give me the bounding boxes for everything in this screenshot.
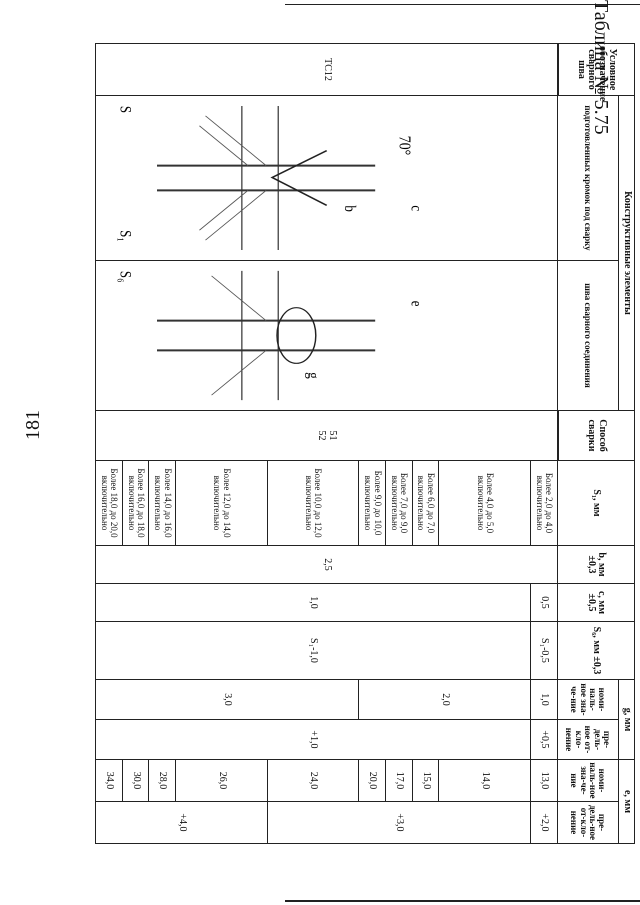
- method-52: 52: [316, 430, 328, 441]
- g-nominal-3: 3,0: [95, 679, 359, 720]
- header-b: b, мм ±0,3: [557, 545, 635, 584]
- header-elements: Конструктивные элементы: [618, 95, 635, 411]
- header-e-nominal: номи-наль-ное зна-че-ние: [557, 759, 619, 802]
- s1-row-3: Более 6,0 до 7,0 включительно: [412, 460, 439, 546]
- weld-seam-sketch: e g S₆: [95, 260, 558, 411]
- sketch-g-label: g: [304, 372, 322, 378]
- sketch-s1-label: S₁: [116, 230, 133, 242]
- b-value-cell: 2,5: [95, 545, 558, 584]
- method-51: 51: [326, 430, 338, 441]
- e-nominal-9: 30,0: [122, 759, 149, 802]
- rotated-table-wrapper: Условное обозначение сварного шва Констр…: [95, 43, 635, 844]
- c-top-cell: 0,5: [530, 583, 558, 622]
- designation-cell: ТС12: [95, 43, 558, 96]
- s1-row-10: Более 18,0 до 20,0 включительно: [95, 460, 123, 546]
- g-nominal-1: 1,0: [530, 679, 558, 720]
- e-nominal-8: 28,0: [148, 759, 176, 802]
- s1-row-2: Более 4,0 до 5,0 включительно: [438, 460, 531, 546]
- e-nominal-10: 34,0: [95, 759, 123, 802]
- header-designation: Условное обозначение сварного шва: [558, 43, 635, 101]
- header-prepared: подготовленных кромок под сварку: [557, 95, 619, 261]
- top-edge-line: [285, 4, 640, 5]
- sketch-sb-label: S₆: [116, 271, 134, 283]
- e-nominal-7: 26,0: [175, 759, 268, 802]
- page-number: 181: [22, 410, 44, 440]
- header-c: c, мм ±0,5: [557, 583, 635, 622]
- sb-bottom-cell: S₁-1,0: [95, 621, 531, 680]
- sketch-angle-label: 70°: [395, 136, 414, 155]
- prepared-edges-sketch: 70° c b S S₁: [95, 95, 558, 261]
- method-cell: 51 52: [95, 410, 558, 461]
- e-limit-2: +3,0: [267, 801, 531, 844]
- sb-top-cell: S₁-0,5: [530, 621, 558, 680]
- header-e-limit: пре-дель-ное от-кло-нение: [557, 801, 619, 844]
- e-limit-3: +4,0: [95, 801, 268, 844]
- c-bottom-cell: 1,0: [95, 583, 531, 622]
- sketch-e-label: e: [407, 301, 425, 307]
- sketch-s-label: S: [116, 106, 133, 113]
- e-nominal-4: 17,0: [385, 759, 413, 802]
- header-s1: S₁, мм: [557, 460, 635, 546]
- header-g: g, мм: [618, 679, 635, 760]
- s1-row-4: Более 7,0 до 9,0 включительно: [385, 460, 413, 546]
- bottom-edge-line: [285, 900, 640, 902]
- header-g-nominal: номи-наль-ное зна-че-ние: [557, 679, 619, 720]
- header-method: Способ сварки: [558, 410, 635, 461]
- e-nominal-5: 20,0: [358, 759, 386, 802]
- weld-spec-table: Условное обозначение сварного шва Констр…: [95, 43, 635, 844]
- header-e: e, мм: [618, 759, 635, 844]
- sketch-c-label: c: [407, 205, 424, 211]
- s1-row-7: Более 12,0 до 14,0 включительно: [175, 460, 268, 546]
- s1-row-9: Более 16,0 до 18,0 включительно: [122, 460, 149, 546]
- s1-row-1: Более 2,0 до 4,0 включительно: [530, 460, 558, 546]
- header-g-limit: пре-дель-ное от-кло-нение: [557, 719, 619, 760]
- s1-row-5: Более 9,0 до 10,0 включительно: [358, 460, 386, 546]
- g-nominal-2: 2,0: [358, 679, 531, 720]
- e-nominal-1: 13,0: [530, 759, 558, 802]
- e-nominal-3: 15,0: [412, 759, 439, 802]
- g-limit-2: +1,0: [95, 719, 531, 760]
- prepared-edges-drawing: 70° c b S S₁: [116, 106, 424, 251]
- e-nominal-6: 24,0: [267, 759, 359, 802]
- sketch-b-label: b: [340, 205, 357, 211]
- s1-row-8: Более 14,0 до 16,0 включительно: [148, 460, 176, 546]
- e-limit-1: +2,0: [530, 801, 558, 844]
- weld-seam-drawing: e g S₆: [116, 270, 425, 401]
- e-nominal-2: 14,0: [438, 759, 531, 802]
- g-limit-1: +0,5: [530, 719, 558, 760]
- header-seam: шва сварного соединения: [557, 260, 619, 411]
- s1-row-6: Более 10,0 до 12,0 включительно: [267, 460, 359, 546]
- header-sb: S₆, мм ±0,3: [557, 621, 635, 680]
